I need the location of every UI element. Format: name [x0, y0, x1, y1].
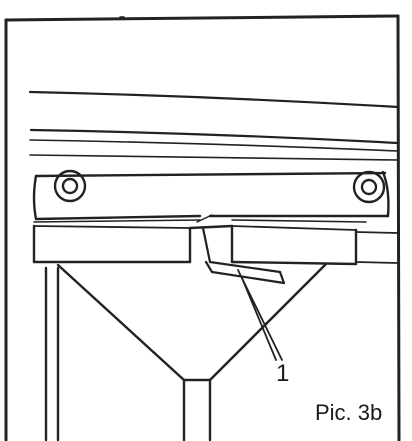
left-bolt [53, 169, 87, 203]
latch-lever [196, 214, 286, 285]
hopper [56, 262, 328, 441]
figure-caption: Pic. 3b [315, 400, 383, 425]
horizontal-rails [28, 90, 400, 161]
callout-number: 1 [276, 360, 290, 387]
support-post [44, 266, 60, 441]
outer-frame [4, 14, 401, 441]
lower-housing [32, 224, 399, 266]
clamp-bar [32, 170, 390, 223]
right-bolt [352, 170, 386, 204]
callout-leader-lines [237, 269, 283, 361]
